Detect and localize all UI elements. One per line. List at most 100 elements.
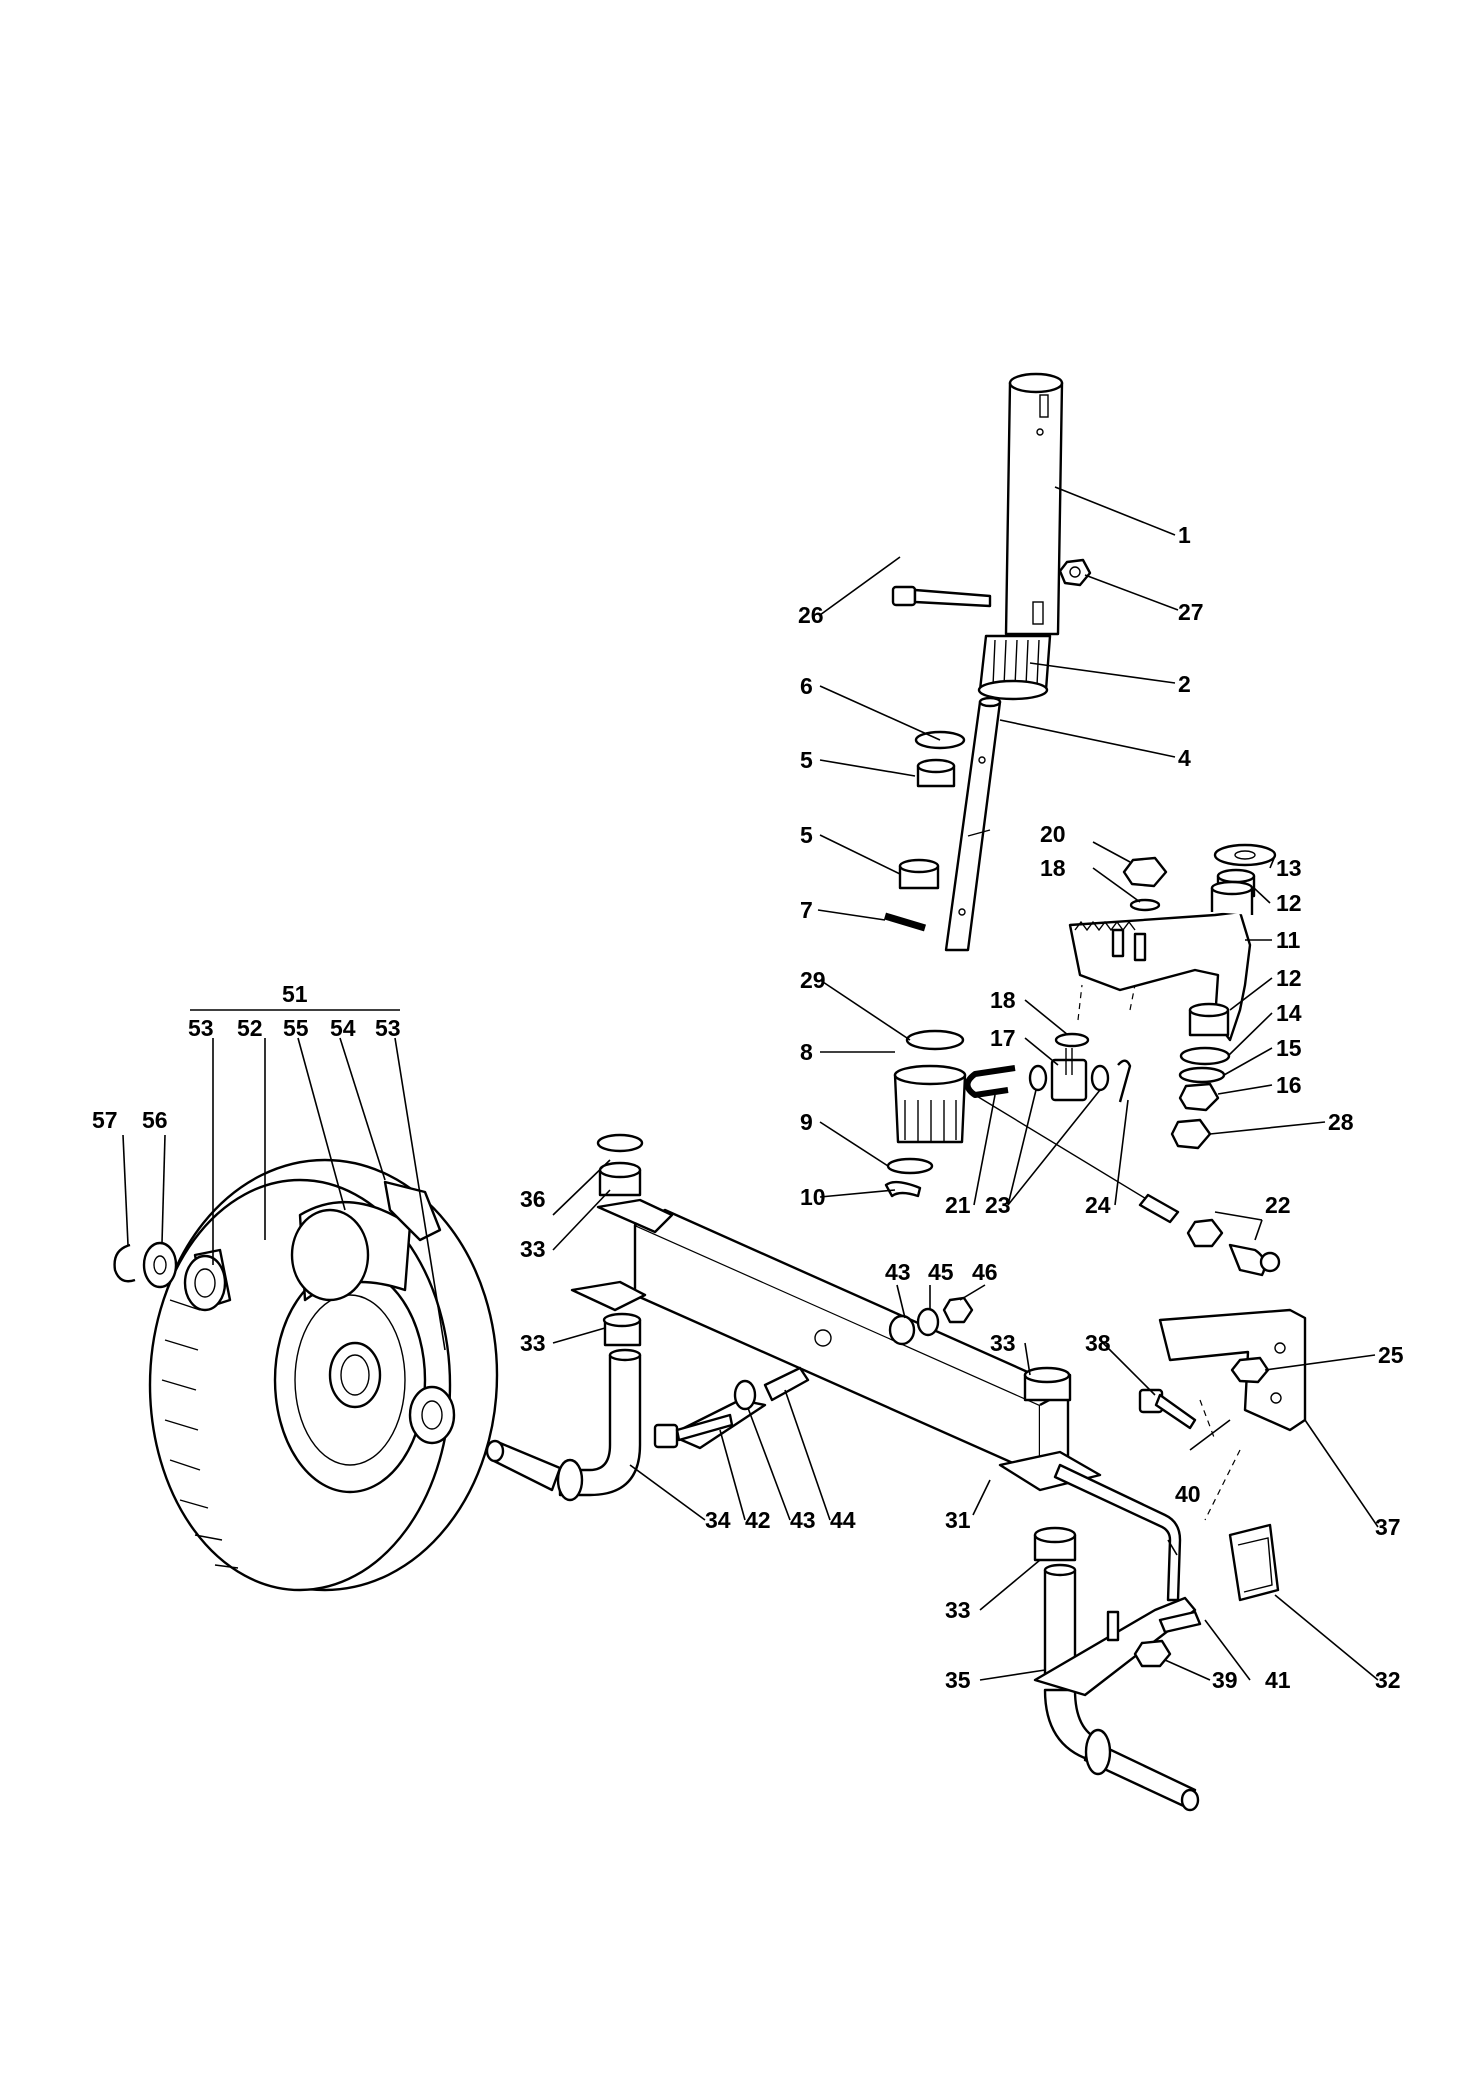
part-11-steering-sector	[1068, 880, 1254, 1042]
callout-17: 17	[990, 1025, 1016, 1051]
callout-2: 2	[1178, 671, 1191, 697]
part-2-steering-sleeve	[977, 634, 1052, 701]
part-43-washer-left	[733, 1379, 757, 1411]
callout-29: 29	[800, 967, 826, 993]
callout-labels: 1 2 4 5 5 6 7 8 9 10 11 12 12 13 14 15 1…	[92, 522, 1404, 1693]
part-16-nut	[1178, 1082, 1220, 1112]
part-54-hub	[383, 1180, 442, 1242]
part-12-bushing-lower	[1188, 1002, 1230, 1037]
callout-43-upper: 43	[885, 1259, 911, 1285]
part-24-cotter-pin	[1117, 1059, 1132, 1103]
part-26-bolt	[891, 585, 992, 608]
callout-13: 13	[1276, 855, 1302, 881]
part-37-bracket	[1158, 1308, 1307, 1432]
part-27-nut	[1058, 558, 1092, 587]
part-13-washer	[1213, 843, 1277, 867]
part-44-spacer	[763, 1366, 810, 1402]
part-41-clip	[1158, 1610, 1202, 1634]
callout-40: 40	[1175, 1481, 1201, 1507]
assembly-guide-drag-link	[1077, 984, 1136, 1021]
callout-8: 8	[800, 1039, 813, 1065]
part-18-washer-upper	[1129, 898, 1161, 912]
callout-4: 4	[1178, 745, 1191, 771]
part-42-bolt	[653, 1413, 734, 1449]
callout-25: 25	[1378, 1342, 1404, 1368]
callout-51: 51	[282, 981, 308, 1007]
callout-27: 27	[1178, 599, 1204, 625]
leader-lines	[122, 486, 1379, 1681]
callout-18-upper: 18	[1040, 855, 1066, 881]
callout-31: 31	[945, 1507, 971, 1533]
callout-5-lower: 5	[800, 822, 813, 848]
callout-26: 26	[798, 602, 824, 628]
part-40-tie-rod	[1053, 1463, 1182, 1602]
part-53-bearing-right	[408, 1385, 456, 1445]
callout-33-mid-left: 33	[520, 1330, 546, 1356]
callout-57: 57	[92, 1107, 118, 1133]
callout-56: 56	[142, 1107, 168, 1133]
part-33-bushing-bottom-left	[602, 1312, 642, 1347]
callout-10: 10	[800, 1184, 826, 1210]
callout-41: 41	[1265, 1667, 1291, 1693]
part-57-circlip	[113, 1243, 136, 1283]
part-15-washer	[1178, 1066, 1226, 1084]
callout-12-lower: 12	[1276, 965, 1302, 991]
part-35-right-spindle	[1033, 1563, 1200, 1812]
part-28-locknut	[1170, 1118, 1212, 1150]
callout-43-lower: 43	[790, 1507, 816, 1533]
part-4-steering-shaft	[944, 696, 1002, 952]
callout-53-right: 53	[375, 1015, 401, 1041]
part-53-bearing-left	[183, 1248, 232, 1312]
part-14-washer	[1179, 1046, 1231, 1066]
part-55-valve-cap-55	[290, 1200, 412, 1302]
callout-35: 35	[945, 1667, 971, 1693]
part-10-clip	[884, 1180, 922, 1198]
callout-38: 38	[1085, 1330, 1111, 1356]
callout-32: 32	[1375, 1667, 1401, 1693]
part-17-swivel-block	[1050, 1048, 1088, 1102]
part-33-bushing-top-right	[1023, 1366, 1072, 1402]
callout-33-right: 33	[990, 1330, 1016, 1356]
part-39-nut	[1133, 1639, 1172, 1668]
part-5-bushing-upper	[916, 758, 956, 788]
part-33-bushing-top-left	[598, 1161, 642, 1197]
callout-42: 42	[745, 1507, 771, 1533]
part-5-bushing-lower	[898, 858, 940, 890]
callout-33-bottom: 33	[945, 1597, 971, 1623]
part-33-bushing-bottom-right	[1033, 1526, 1077, 1562]
callout-37: 37	[1375, 1514, 1401, 1540]
callout-5-upper: 5	[800, 747, 813, 773]
callout-53-left: 53	[188, 1015, 214, 1041]
part-23-washers	[1028, 1064, 1110, 1092]
part-21-drag-link	[964, 1065, 1180, 1224]
callout-15: 15	[1276, 1035, 1302, 1061]
callout-16: 16	[1276, 1072, 1302, 1098]
part-25-nut	[1230, 1356, 1270, 1384]
callout-22: 22	[1265, 1192, 1291, 1218]
callout-14: 14	[1276, 1000, 1302, 1026]
callout-20: 20	[1040, 821, 1066, 847]
callout-52: 52	[237, 1015, 263, 1041]
callout-18-lower: 18	[990, 987, 1016, 1013]
part-22-ball-joint	[1186, 1218, 1281, 1277]
callout-34: 34	[705, 1507, 731, 1533]
callout-28: 28	[1328, 1109, 1354, 1135]
part-46-nut	[942, 1296, 974, 1324]
callout-55: 55	[283, 1015, 309, 1041]
callout-39: 39	[1212, 1667, 1238, 1693]
part-7-pin	[883, 912, 927, 932]
callout-11: 11	[1276, 927, 1301, 953]
part-8-pinion-gear	[893, 1064, 967, 1144]
callout-6: 6	[800, 673, 813, 699]
part-43-washer-right	[888, 1314, 916, 1346]
callout-9: 9	[800, 1109, 813, 1135]
callout-23: 23	[985, 1192, 1011, 1218]
callout-54: 54	[330, 1015, 356, 1041]
callout-36: 36	[520, 1186, 546, 1212]
part-29-washer	[905, 1029, 965, 1051]
callout-24: 24	[1085, 1192, 1111, 1218]
callout-33-top-left: 33	[520, 1236, 546, 1262]
callout-46: 46	[972, 1259, 998, 1285]
callout-21: 21	[945, 1192, 971, 1218]
part-36-circlip	[596, 1133, 644, 1153]
